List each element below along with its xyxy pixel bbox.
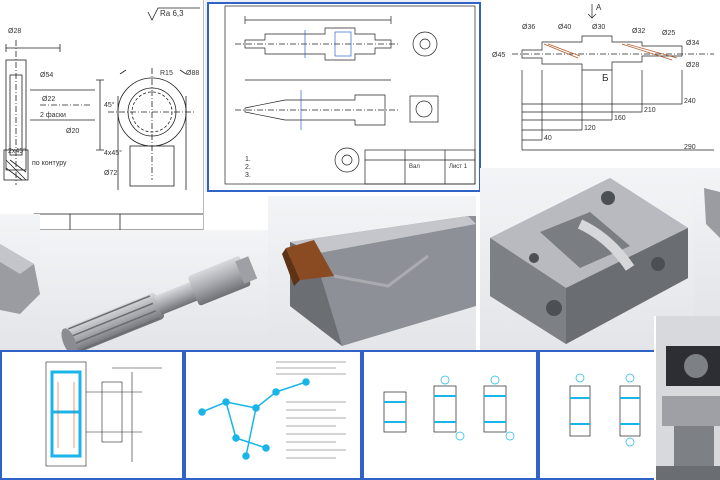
drawing-shaft-tile: 1. 2. 3. Вал Лист 1 [205, 0, 481, 192]
sheet-diagram-2 [184, 350, 362, 480]
dim-label: Ø30 [592, 24, 606, 31]
dim-label: 160 [614, 115, 626, 122]
setup-drawing [569, 373, 641, 447]
stepped-shaft-drawing [512, 4, 714, 151]
fixture-block-icon [490, 178, 688, 344]
note-label: по контуру [32, 160, 67, 167]
dim-label: 210 [644, 107, 656, 114]
render-fragment-right [694, 168, 720, 318]
dim-label: 120 [584, 125, 596, 132]
dim-label: Ø22 [42, 96, 56, 103]
render-cutter-tile [268, 196, 476, 350]
reamer-icon [61, 256, 258, 350]
setup-drawing [383, 375, 515, 441]
title-block-sheet: Лист 1 [449, 164, 468, 170]
render-fixture-tile [480, 168, 694, 350]
section-label: А [596, 3, 602, 12]
cutting-tool-icon [282, 216, 476, 346]
drawing-bracket-tile: Ra 6,3 Ø28 Ø54 Ø22 2 фаски Ø20 45° Ø88 R… [0, 0, 204, 230]
dim-label: Ø20 [66, 128, 80, 135]
part-render [0, 244, 40, 314]
roughness-label: Ra 6,3 [160, 9, 184, 18]
note-line: 1. [245, 156, 251, 163]
shaft-drawing [224, 5, 476, 185]
note-line: 2. [245, 164, 251, 171]
dim-label: 2 фаски [40, 112, 66, 119]
dim-label: 45° [104, 102, 115, 109]
dim-label: Ø36 [522, 24, 536, 31]
dim-label: 4x45° [104, 150, 122, 157]
drawing-stepped-shaft-tile: А Б Ø36 Ø40 Ø30 Ø32 Ø25 Ø34 Ø28 Ø45 40 1… [482, 0, 720, 168]
render-fragment-left [0, 214, 40, 350]
render-machine-tile [654, 316, 720, 480]
part-fragment [704, 188, 720, 238]
dim-label: R15 [160, 70, 173, 77]
dim-label: 240 [684, 98, 696, 105]
dim-label: 40 [544, 135, 552, 142]
assembly-drawing [45, 361, 162, 467]
dim-label: 2x45° [8, 148, 26, 155]
dim-label: Ø88 [186, 70, 200, 77]
machine-fixture-icon [656, 316, 720, 480]
dim-label: Ø45 [492, 52, 506, 59]
render-reamer-tile [40, 230, 268, 350]
dim-label: Ø34 [686, 40, 700, 47]
network-diagram [198, 361, 346, 460]
dim-label: Ø54 [40, 72, 54, 79]
sheet-assembly-1 [0, 350, 184, 480]
dim-label: Ø72 [104, 170, 118, 177]
dim-label: Ø25 [662, 30, 676, 37]
sheet-setup-4 [538, 350, 658, 480]
dim-label: 290 [684, 144, 696, 151]
dim-label: Ø40 [558, 24, 572, 31]
title-block-name: Вал [409, 164, 420, 170]
dim-label: Ø32 [632, 28, 646, 35]
dim-label: Ø28 [686, 62, 700, 69]
dim-label: Ø28 [8, 28, 22, 35]
note-line: 3. [245, 172, 251, 179]
sheet-setup-3 [362, 350, 538, 480]
bracket-drawing [3, 7, 203, 230]
view-label: Б [602, 73, 609, 84]
